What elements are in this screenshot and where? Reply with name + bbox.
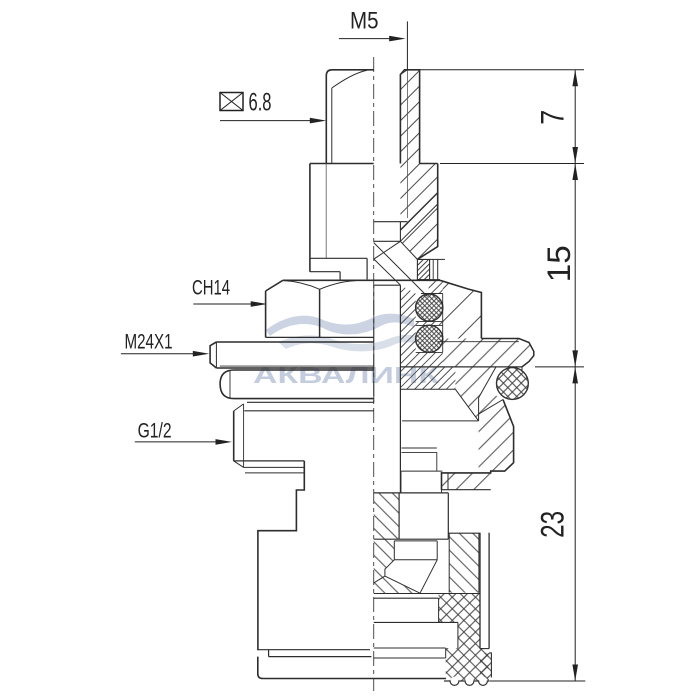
svg-text:23: 23 (534, 511, 570, 538)
svg-text:M24X1: M24X1 (125, 330, 173, 354)
svg-text:15: 15 (541, 245, 577, 282)
svg-text:6.8: 6.8 (249, 89, 272, 117)
svg-text:M5: M5 (350, 8, 379, 35)
svg-text:7: 7 (534, 110, 570, 125)
svg-text:G1/2: G1/2 (138, 419, 172, 443)
svg-text:CH14: CH14 (192, 275, 230, 299)
